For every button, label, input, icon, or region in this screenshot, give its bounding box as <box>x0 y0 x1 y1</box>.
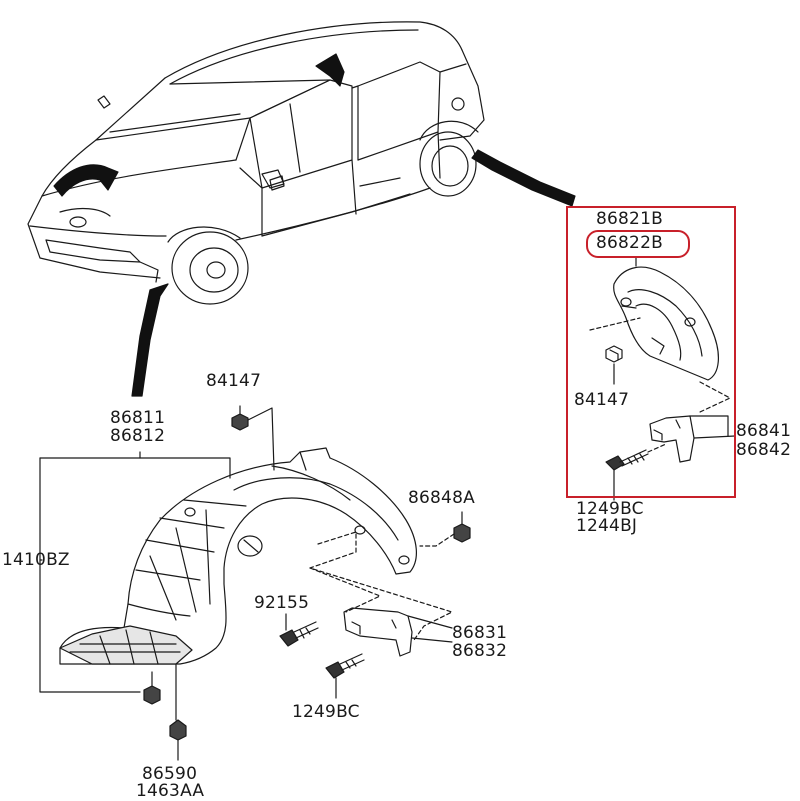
label-86842: 86842 <box>736 440 792 460</box>
label-86590: 86590 <box>142 764 198 784</box>
label-86848A: 86848A <box>408 488 475 508</box>
front-wheel-guard-assembly <box>39 405 471 761</box>
label-86832: 86832 <box>452 641 508 661</box>
label-86821B: 86821B <box>596 209 663 229</box>
label-front-1249BC: 1249BC <box>292 702 360 722</box>
label-rear-84147: 84147 <box>574 390 630 410</box>
pointer-arrows <box>53 53 576 397</box>
label-1410BZ: 1410BZ <box>2 550 70 570</box>
label-86822B: 86822B <box>596 233 663 253</box>
highlight-box <box>566 206 736 498</box>
label-1463AA: 1463AA <box>136 781 205 801</box>
car-illustration <box>27 21 485 305</box>
label-86831: 86831 <box>452 623 508 643</box>
rear-mudguard-assembly <box>589 257 736 501</box>
label-1244BJ: 1244BJ <box>576 516 638 536</box>
highlight-oval <box>586 230 690 258</box>
label-86812: 86812 <box>110 426 166 446</box>
label-front-84147: 84147 <box>206 371 262 391</box>
label-92155: 92155 <box>254 593 310 613</box>
label-rear-1249BC: 1249BC <box>576 499 644 519</box>
label-86811: 86811 <box>110 408 166 428</box>
label-86841: 86841 <box>736 421 792 441</box>
